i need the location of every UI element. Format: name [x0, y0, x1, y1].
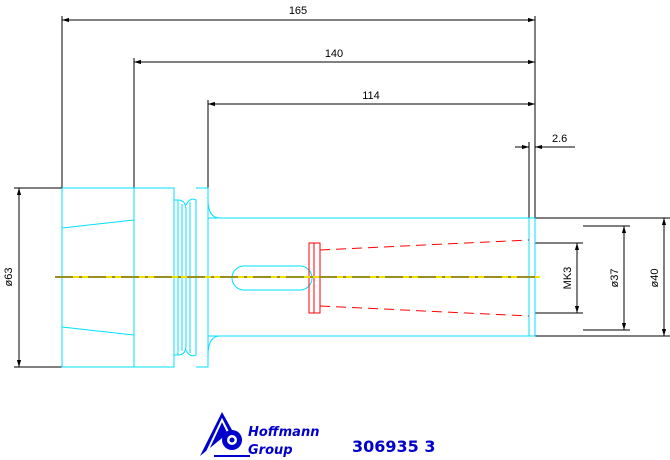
dimension-label-dia-63: ø63	[3, 268, 15, 287]
dimension-label-114: 114	[362, 90, 380, 102]
dimension-label-dia-40: ø40	[649, 269, 661, 288]
hoffmann-logo: Hoffmann Group	[200, 412, 319, 458]
dimension-dia-40: ø40	[535, 217, 670, 337]
logo-line-2: Group	[248, 443, 293, 458]
dimension-mk3: MK3	[535, 242, 583, 314]
dimension-label-140: 140	[325, 48, 343, 60]
dimension-2-6: 2.6	[515, 133, 575, 218]
dimension-114: 114	[207, 90, 535, 188]
hoffmann-logo-icon	[200, 412, 250, 457]
part-number: 306935 3	[352, 437, 436, 456]
dimension-165: 165	[61, 5, 536, 220]
dimension-label-2-6: 2.6	[552, 133, 567, 145]
dimension-dia-37: ø37	[583, 225, 630, 331]
dimension-label-165: 165	[289, 5, 307, 17]
dimension-140: 140	[133, 48, 535, 188]
logo-line-1: Hoffmann	[248, 425, 319, 440]
dimension-label-dia-37: ø37	[609, 269, 621, 288]
dimension-label-mk3: MK3	[562, 267, 574, 290]
